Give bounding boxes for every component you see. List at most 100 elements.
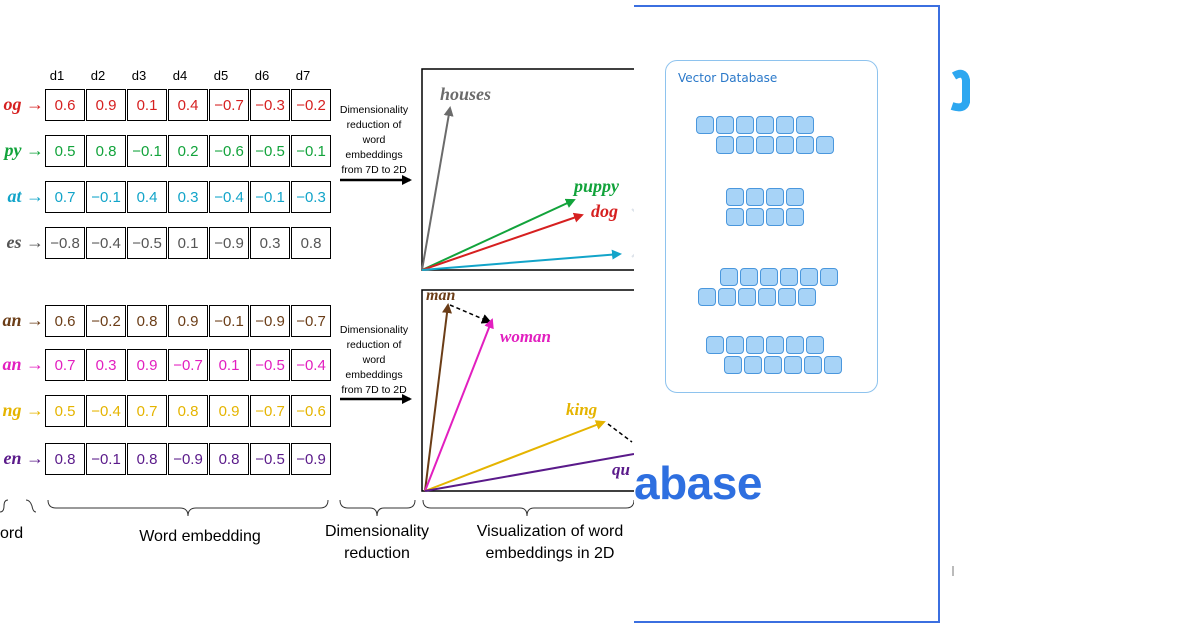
vector-cell	[740, 268, 758, 286]
embedding-cell: −0.8	[45, 227, 85, 259]
vector-cell	[786, 188, 804, 206]
embedding-cell: 0.9	[168, 305, 208, 337]
embedding-cell: −0.7	[291, 305, 331, 337]
embedding-cell: −0.7	[250, 395, 290, 427]
embedding-cell: 0.7	[127, 395, 167, 427]
embedding-cell: 0.7	[45, 181, 85, 213]
vector-cell	[780, 268, 798, 286]
dimension-header: d2	[90, 68, 106, 83]
dimred-line: reduction of	[346, 119, 402, 131]
logo-fragment-icon	[950, 69, 970, 112]
vector-database-title: Vector Database	[678, 71, 778, 85]
dimred-line: from 7D to 2D	[341, 384, 407, 396]
vector-cell	[766, 208, 784, 226]
vector-cell	[696, 116, 714, 134]
vector-cell	[744, 356, 762, 374]
man-woman-offset	[449, 304, 492, 324]
cat-vector	[421, 249, 622, 271]
vector-cell	[726, 208, 744, 226]
label-woman: woman	[500, 327, 552, 346]
word-label: en →	[3, 448, 45, 468]
diagram-graphics	[0, 68, 634, 517]
dimred-note-bottom: Dimensionality reduction of word embeddi…	[334, 323, 414, 398]
man-vector	[424, 303, 452, 492]
embedding-cell: −0.4	[291, 349, 331, 381]
vector-cell	[726, 188, 744, 206]
embedding-cell: −0.1	[250, 181, 290, 213]
label-man: man	[426, 287, 456, 304]
dimred-note-top: Dimensionality reduction of word embeddi…	[334, 103, 414, 178]
vector-cell	[766, 336, 784, 354]
dimred-line: word	[362, 354, 386, 366]
vector-cell	[720, 268, 738, 286]
vector-cell	[746, 208, 764, 226]
embedding-cell: −0.1	[291, 135, 331, 167]
label-queen: qu	[612, 460, 630, 479]
vector-cell	[724, 356, 742, 374]
embedding-cell: −0.1	[127, 135, 167, 167]
dimension-header: d1	[49, 68, 65, 83]
word-label: og →	[3, 94, 45, 114]
king-queen-offset	[607, 423, 633, 443]
vector-cell	[786, 208, 804, 226]
embedding-cell: 0.9	[209, 395, 249, 427]
embedding-cell: 0.7	[45, 349, 85, 381]
houses-vector	[421, 106, 454, 271]
puppy-vector	[421, 198, 576, 271]
embedding-cell: 0.1	[209, 349, 249, 381]
vector-cell	[778, 288, 796, 306]
embedding-cell: 0.4	[168, 89, 208, 121]
queen-vector	[424, 453, 634, 492]
caption-word-embedding: Word embedding	[139, 528, 261, 545]
plot1-frame	[421, 68, 634, 271]
label-dog: dog	[591, 201, 618, 221]
vector-cell	[800, 268, 818, 286]
embedding-cell: 0.3	[250, 227, 290, 259]
vector-cell	[804, 356, 822, 374]
dimension-header: d5	[213, 68, 229, 83]
vector-cell	[706, 336, 724, 354]
plot2-frame	[421, 289, 634, 492]
vector-cell	[716, 136, 734, 154]
vector-cell	[764, 356, 782, 374]
woman-vector	[424, 318, 494, 492]
caption-dimensionality-reduction: Dimensionality reduction	[316, 521, 438, 565]
embedding-cell: −0.6	[291, 395, 331, 427]
vector-cell	[736, 116, 754, 134]
vector-cell	[716, 116, 734, 134]
label-houses: houses	[440, 84, 492, 104]
vector-cell	[746, 188, 764, 206]
embedding-cell: −0.2	[86, 305, 126, 337]
vector-cell	[796, 136, 814, 154]
caption-line: embeddings in 2D	[485, 545, 615, 562]
embedding-cell: −0.9	[168, 443, 208, 475]
embedding-cell: 0.2	[168, 135, 208, 167]
embedding-cell: 0.1	[168, 227, 208, 259]
vector-cell	[760, 268, 778, 286]
vector-database-frame	[634, 5, 940, 623]
embedding-cell: 0.4	[127, 181, 167, 213]
brace-word-right	[25, 499, 37, 513]
vector-cell	[698, 288, 716, 306]
word-label: ng →	[2, 400, 44, 420]
embedding-cell: 0.3	[168, 181, 208, 213]
caption-visualization: Visualization of word embeddings in 2D	[466, 521, 634, 565]
vector-cell	[738, 288, 756, 306]
word-label: es →	[6, 232, 45, 252]
dimred-line: reduction of	[346, 339, 402, 351]
vector-cell	[786, 336, 804, 354]
vector-cell	[776, 116, 794, 134]
embedding-cell: 0.8	[168, 395, 208, 427]
embedding-cell: −0.4	[86, 227, 126, 259]
embedding-cell: 0.8	[45, 443, 85, 475]
label-puppy: puppy	[574, 176, 619, 196]
database-wordmark: abase	[634, 457, 762, 509]
vector-cell	[756, 116, 774, 134]
embedding-cell: −0.5	[250, 349, 290, 381]
dimred-line: embeddings	[345, 149, 403, 161]
embedding-cell: 0.9	[127, 349, 167, 381]
vector-cell	[796, 116, 814, 134]
caption-line: Dimensionality	[324, 523, 430, 540]
embedding-cell: 0.5	[45, 395, 85, 427]
embedding-cell: 0.1	[127, 89, 167, 121]
